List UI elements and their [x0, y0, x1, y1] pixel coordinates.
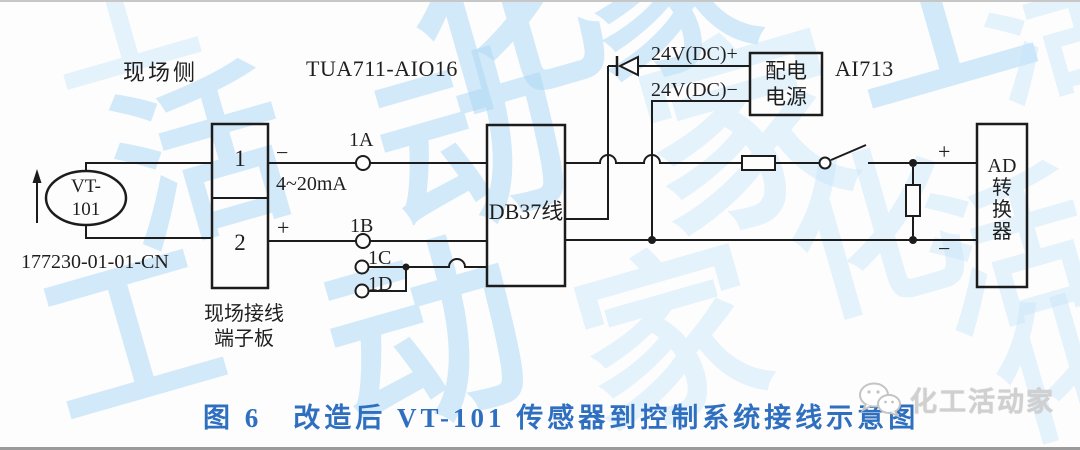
field-side-label: 现场侧 — [123, 60, 199, 85]
diode-icon — [608, 55, 750, 77]
shunt-resistor — [905, 167, 921, 236]
series-resistor — [741, 155, 776, 171]
polarity-minus-left: − — [276, 140, 289, 165]
ad-line2: 转 — [992, 177, 1012, 199]
wechat-icon — [859, 382, 901, 418]
up-arrow-icon — [32, 169, 42, 223]
module-label: TUA711-AIO16 — [306, 56, 458, 81]
terminal-1d-label: 1D — [368, 273, 393, 295]
terminal-1a-label: 1A — [349, 129, 374, 151]
figure-caption: 图 6 改造后 VT-101 传感器到控制系统接线示意图 — [203, 403, 920, 433]
polarity-minus-right: − — [938, 236, 951, 261]
terminal-1-label: 1 — [234, 146, 246, 171]
wire-1c — [368, 258, 487, 268]
bottom-edge-bar — [0, 447, 1080, 450]
wire-24v-minus — [651, 100, 750, 240]
switch — [818, 144, 867, 170]
ad-line1: AD — [987, 155, 1017, 177]
wire-24v-plus-return — [565, 66, 609, 220]
db37-box — [485, 123, 567, 288]
power-box-label: 配电 电源 — [750, 58, 822, 110]
terminal-board-label: 现场接线 端子板 — [198, 302, 290, 352]
sensor-line2: 101 — [71, 199, 101, 220]
ad-converter-box — [975, 122, 1029, 289]
terminal-2-label: 2 — [234, 230, 246, 255]
terminal-circle-1d — [354, 283, 370, 299]
current-range-label: 4~20mA — [276, 173, 347, 195]
wire-sensor-top — [85, 162, 212, 172]
sensor-line1: VT- — [71, 176, 101, 197]
terminal-1c-label: 1C — [368, 247, 392, 269]
power-box — [748, 51, 824, 117]
terminal-board-line1: 现场接线 — [204, 303, 284, 325]
terminal-circle-1a — [355, 155, 371, 171]
sensor-tag-label: VT- 101 — [46, 175, 126, 221]
junction-dot-minus-right — [909, 236, 917, 244]
polarity-plus-right: + — [938, 139, 951, 164]
terminal-board-line2: 端子板 — [214, 328, 274, 350]
db37-label: DB37线 — [488, 199, 564, 224]
ad-line3: 换 — [992, 199, 1012, 221]
ad-converter-label: AD 转 换 器 — [977, 155, 1027, 243]
ad-line4: 器 — [992, 221, 1012, 243]
brand-logo-text: 化工活动家 — [910, 387, 1055, 417]
power-box-line1: 配电 — [765, 59, 807, 83]
supply-minus-label: 24V(DC)− — [651, 79, 738, 101]
terminal-block-box — [210, 122, 270, 290]
wire-sensor-bottom — [85, 224, 212, 239]
junction-dot-plus — [909, 159, 917, 167]
wire-main-plus — [565, 154, 742, 164]
card-label: AI713 — [835, 56, 894, 81]
brand-logo: 化工活动家 — [856, 380, 1055, 419]
sensor-serial-label: 177230-01-01-CN — [21, 251, 169, 273]
supply-plus-label: 24V(DC)+ — [651, 43, 738, 65]
wire-1d — [368, 267, 407, 292]
top-edge-bar — [0, 0, 1080, 2]
terminal-circle-1c — [354, 259, 370, 275]
terminal-1b-label: 1B — [350, 215, 374, 237]
polarity-plus-left: + — [277, 215, 290, 240]
junction-dot-minus-left — [648, 236, 656, 244]
power-box-line2: 电源 — [765, 85, 807, 109]
